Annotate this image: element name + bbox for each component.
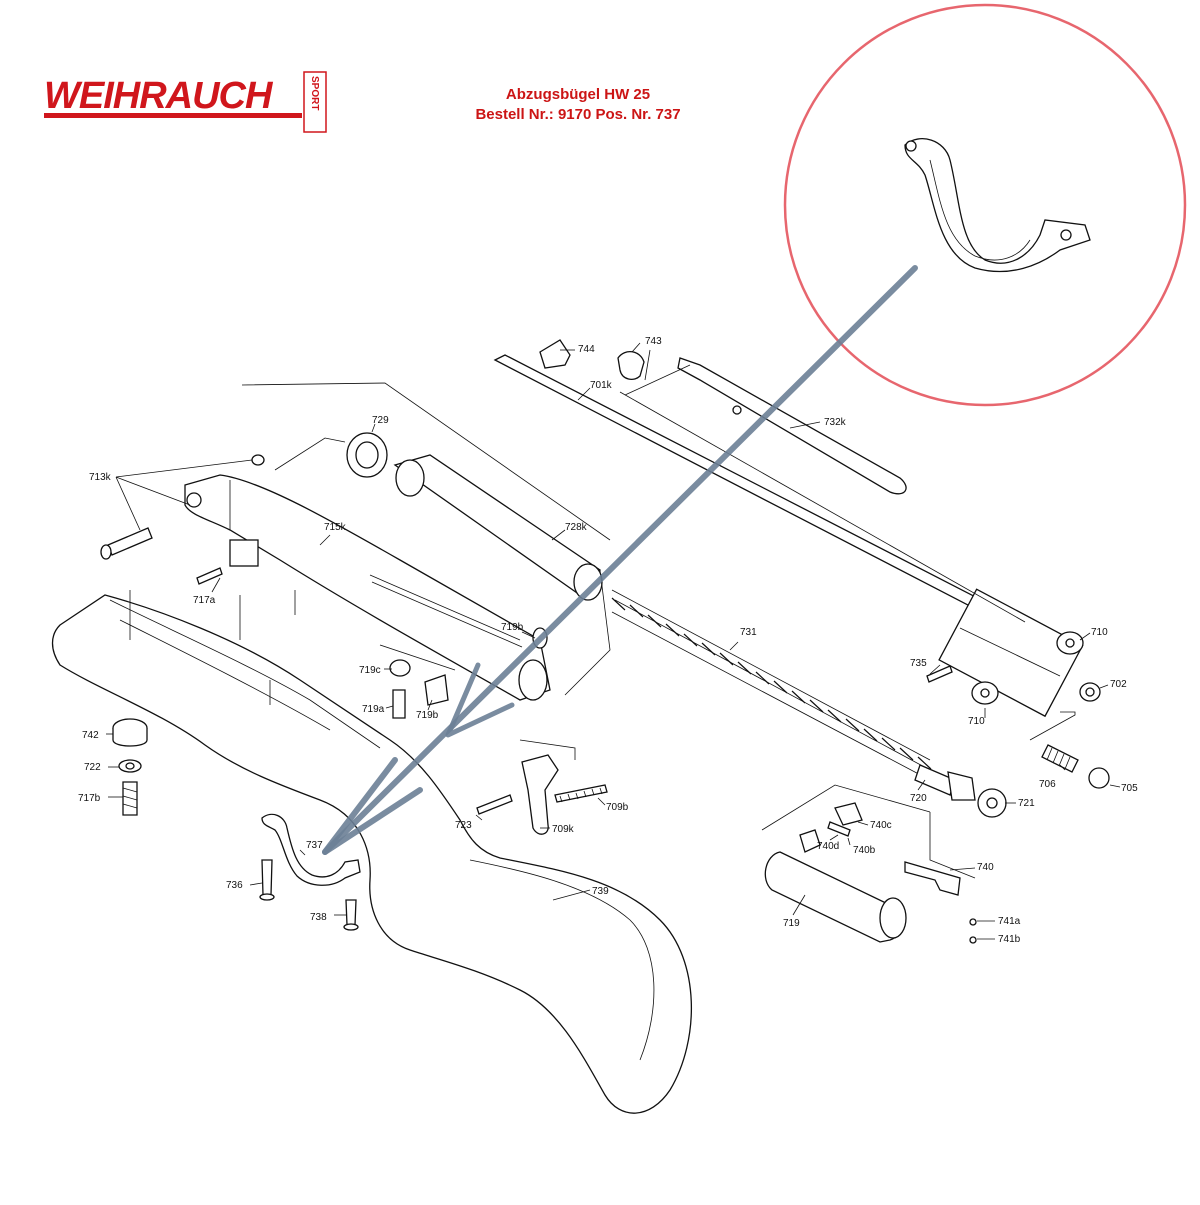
washer-710-bottom [971, 681, 999, 705]
highlight-circle [783, 3, 1187, 407]
label-735: 735 [910, 658, 927, 669]
label-739: 739 [592, 886, 609, 897]
guide-720 [914, 764, 976, 801]
label-741a: 741a [998, 916, 1021, 927]
label-719a: 719a [362, 704, 385, 715]
pin-717a [196, 567, 223, 585]
part-744 [539, 339, 571, 369]
label-705: 705 [1121, 783, 1138, 794]
label-710-top: 710 [1091, 627, 1108, 638]
label-720: 720 [910, 793, 927, 804]
bracket-lines [239, 349, 1076, 879]
ball-705 [1088, 767, 1110, 789]
washer-710-top [1056, 631, 1084, 655]
label-741b: 741b [998, 934, 1021, 945]
part-labels: 744 743 701k 732k 729 713k 715k 728k 717… [78, 336, 1138, 945]
label-738: 738 [310, 912, 327, 923]
trigger-guard-closeup [904, 138, 1091, 273]
barrel-701k [493, 354, 1084, 718]
header-title: Abzugsbügel HW 25 [505, 86, 651, 103]
pointer-arrow [322, 265, 918, 855]
spring-706 [1041, 744, 1079, 773]
seal-729 [346, 432, 388, 478]
label-740c: 740c [870, 820, 892, 831]
label-702: 702 [1110, 679, 1127, 690]
screw-738 [343, 899, 359, 931]
trigger-guard-737 [261, 813, 361, 886]
washer-721 [977, 788, 1007, 818]
label-715k: 715k [324, 522, 347, 533]
label-717a: 717a [193, 595, 216, 606]
spring-731 [611, 589, 932, 781]
label-743: 743 [645, 336, 662, 347]
label-729: 729 [372, 415, 389, 426]
label-710-bottom: 710 [968, 716, 985, 727]
logo-sport-text: SPORT [309, 76, 320, 110]
label-737: 737 [306, 840, 323, 851]
label-721: 721 [1018, 798, 1035, 809]
label-732k: 732k [824, 417, 847, 428]
label-744: 744 [578, 344, 595, 355]
trigger-housing-719 [764, 829, 907, 943]
label-709k: 709k [552, 824, 575, 835]
label-713k: 713k [89, 472, 112, 483]
label-709b: 709b [606, 802, 629, 813]
label-706: 706 [1039, 779, 1056, 790]
label-740: 740 [977, 862, 994, 873]
nut-702 [1079, 682, 1101, 702]
label-728k: 728k [565, 522, 588, 533]
weihrauch-logo: WEIHRAUCH SPORT [44, 71, 327, 133]
receiver-715k [184, 474, 551, 701]
label-719c: 719c [359, 665, 381, 676]
label-719b-top: 719b [501, 622, 524, 633]
label-740b: 740b [853, 845, 876, 856]
screw-736 [259, 859, 275, 901]
logo-sport-box [303, 71, 327, 133]
leader-lines [106, 342, 1121, 940]
stock-739 [51, 590, 692, 1114]
trigger-group [476, 754, 608, 835]
screw-713k [100, 454, 265, 560]
logo-wordmark: WEIHRAUCH [44, 75, 274, 117]
label-740d: 740d [817, 841, 839, 852]
header-order-number: Bestell Nr.: 9170 Pos. Nr. 737 [475, 106, 681, 123]
pin-735 [926, 665, 953, 683]
logo-underline [44, 113, 302, 118]
label-719b-bottom: 719b [416, 710, 439, 721]
label-701k: 701k [590, 380, 613, 391]
part-743 [617, 351, 645, 381]
label-723: 723 [455, 820, 472, 831]
parts-left-bottom [112, 718, 148, 816]
label-736: 736 [226, 880, 243, 891]
parts-740 [827, 802, 977, 944]
label-731: 731 [740, 627, 757, 638]
label-742: 742 [82, 730, 99, 741]
label-719: 719 [783, 918, 800, 929]
label-717b: 717b [78, 793, 101, 804]
label-722: 722 [84, 762, 101, 773]
piston-728k [393, 454, 603, 601]
part-732k [677, 357, 907, 495]
